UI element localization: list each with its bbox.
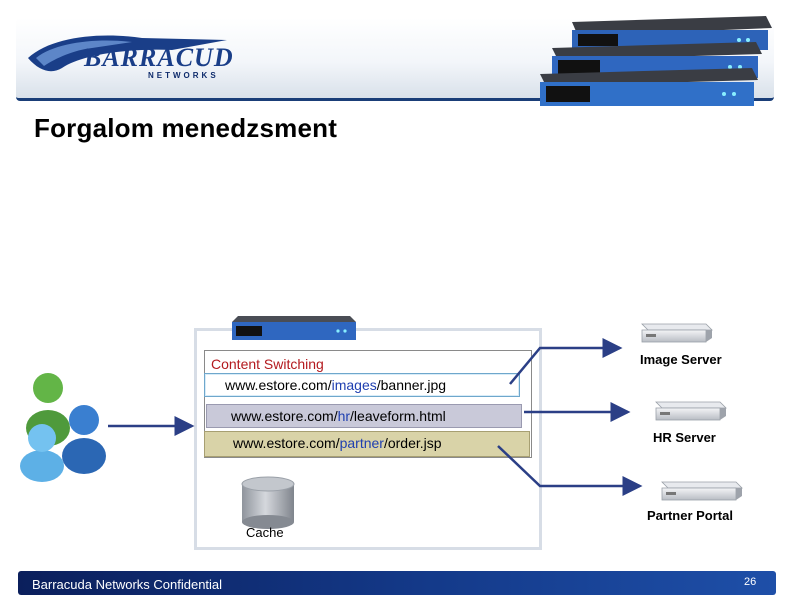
image-server-label: Image Server — [640, 352, 722, 367]
user-blue-back-icon — [62, 405, 106, 474]
url-suffix: /order.jsp — [383, 435, 442, 451]
barracuda-logo: BARRACUDA — [28, 35, 232, 72]
hr-server-icon — [655, 401, 727, 421]
footer-bar — [18, 571, 776, 595]
url-row-images: www.estore.com/images/banner.jpg — [204, 373, 520, 397]
logo-subtext: NETWORKS — [148, 71, 219, 80]
url-prefix: www.estore.com/ — [225, 377, 332, 393]
image-server-icon — [641, 323, 713, 343]
page-number: 26 — [744, 576, 757, 588]
url-highlight: hr — [337, 408, 351, 424]
arrow-partner-to-partner-portal — [497, 445, 643, 496]
url-highlight: images — [331, 377, 377, 393]
url-highlight: partner — [339, 435, 384, 451]
url-suffix: /banner.jpg — [376, 377, 447, 393]
footer-text: Barracuda Networks Confidential — [32, 577, 223, 592]
partner-portal-icon — [661, 481, 743, 501]
user-lightblue-icon — [20, 424, 64, 482]
rack-server-top — [572, 16, 772, 50]
url-prefix: www.estore.com/ — [231, 408, 338, 424]
url-row-hr: www.estore.com/hr/leaveform.html — [206, 404, 522, 428]
cache-label: Cache — [246, 525, 284, 540]
hr-server-label: HR Server — [653, 430, 716, 445]
content-switching-label: Content Switching — [211, 356, 324, 372]
cache-database-icon — [241, 476, 295, 529]
rack-server-bottom — [540, 68, 758, 106]
svg-text:BARRACUDA: BARRACUDA — [83, 43, 232, 72]
url-row-partner: www.estore.com/partner/order.jsp — [204, 431, 530, 457]
partner-portal-label: Partner Portal — [647, 508, 733, 523]
url-suffix: /leaveform.html — [350, 408, 446, 424]
url-prefix: www.estore.com/ — [233, 435, 340, 451]
arrow-images-to-image-server — [509, 338, 623, 385]
appliance-icon — [232, 316, 356, 340]
slide-title: Forgalom menedzsment — [34, 113, 338, 143]
rack-servers-image — [540, 16, 772, 106]
users-icon — [20, 373, 106, 482]
